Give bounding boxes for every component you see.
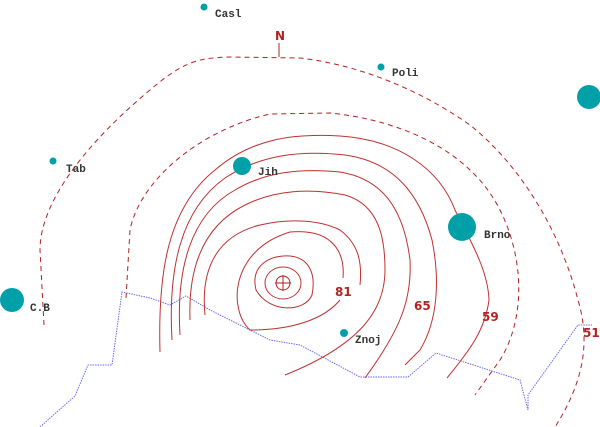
contour-label: 65 bbox=[414, 299, 431, 313]
city-label: Poli bbox=[392, 68, 419, 80]
contour-dashed-outer bbox=[39, 56, 585, 427]
contour-line bbox=[254, 255, 314, 309]
city-marker[interactable] bbox=[49, 157, 57, 165]
contour-dashed-inner bbox=[125, 112, 520, 396]
city-marker[interactable] bbox=[340, 329, 348, 337]
contour-line bbox=[189, 190, 386, 376]
city-label: Brno bbox=[484, 230, 511, 242]
city-marker[interactable] bbox=[233, 157, 251, 175]
contour-label: 51 bbox=[583, 326, 600, 340]
city-label: Znoj bbox=[355, 335, 381, 347]
contour-line bbox=[203, 220, 362, 316]
contour-line bbox=[170, 152, 437, 366]
north-label: N bbox=[275, 29, 285, 43]
contour-line bbox=[159, 134, 490, 379]
center-cross-icon bbox=[275, 275, 291, 291]
city-label: Casl bbox=[215, 9, 242, 21]
city-label: C.B bbox=[30, 303, 50, 315]
contour-line bbox=[178, 170, 411, 379]
city-label: Jih bbox=[258, 167, 278, 179]
contour-label: 81 bbox=[335, 285, 352, 299]
city-marker[interactable] bbox=[377, 63, 385, 71]
city-marker[interactable] bbox=[0, 288, 24, 312]
border-line bbox=[39, 291, 592, 427]
city-marker[interactable] bbox=[200, 3, 208, 11]
city-marker[interactable] bbox=[577, 85, 600, 109]
city-label: Tab bbox=[66, 164, 86, 176]
city-marker[interactable] bbox=[448, 213, 476, 241]
contour-center bbox=[264, 266, 302, 300]
contour-line bbox=[236, 231, 344, 331]
contour-label: 59 bbox=[482, 310, 499, 324]
